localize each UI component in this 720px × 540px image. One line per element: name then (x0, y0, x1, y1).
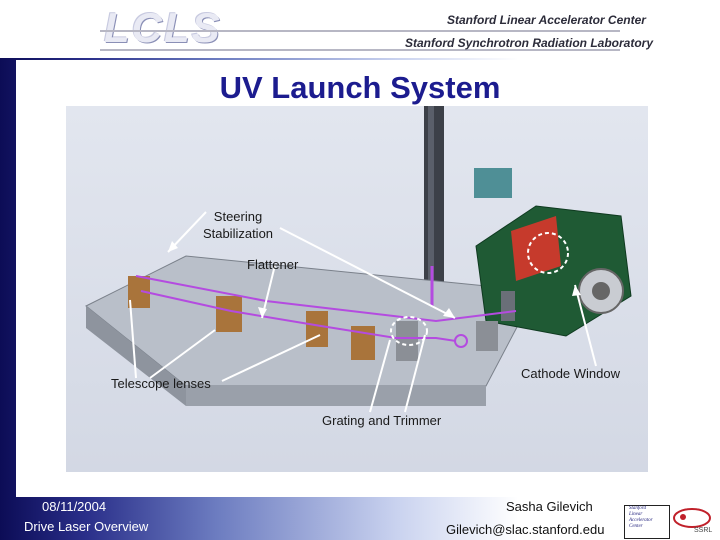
callout-cathode-window: Cathode Window (521, 366, 620, 381)
header-divider-top (100, 30, 620, 32)
arrow-cathode (574, 284, 597, 367)
lcls-logo: LCLS (104, 4, 222, 51)
arrowhead-flattener (258, 307, 267, 318)
callout-flattener: Flattener (247, 257, 299, 272)
arrowhead-steering (168, 241, 178, 252)
footer-date: 08/11/2004 (42, 499, 107, 514)
slac-logo-line-3: Accelerator (629, 518, 653, 523)
footer-email: Gilevich@slac.stanford.edu (446, 522, 605, 537)
slac-logo-line-2: Linear (629, 512, 643, 517)
header-divider-bottom (100, 49, 620, 51)
arrow-stabilization (279, 227, 456, 319)
ssrl-logo (673, 508, 711, 528)
callout-telescope-lenses: Telescope lenses (111, 376, 211, 391)
callout-steering-stabilization: Steering Stabilization (202, 209, 274, 241)
arrowhead-stabilization (443, 308, 455, 318)
header-banner: LCLS Stanford Linear Accelerator Center … (0, 0, 720, 58)
arrowhead-cathode (572, 285, 581, 296)
arrow-grating-1 (369, 339, 391, 413)
slide-title: UV Launch System (219, 70, 501, 105)
slac-logo-line-4: Center (629, 524, 643, 529)
org-name-ssrl: Stanford Synchrotron Radiation Laborator… (405, 36, 654, 50)
slac-logo: Stanford Linear Accelerator Center (624, 505, 670, 539)
arrow-telescope-2 (149, 329, 216, 379)
optical-table-illustration (66, 106, 648, 472)
arrow-telescope-3 (221, 334, 321, 382)
callout-grating-trimmer: Grating and Trimmer (322, 413, 442, 428)
arrow-grating-2 (404, 334, 426, 413)
footer-author: Sasha Gilevich (506, 499, 593, 514)
slac-logo-line-1: Stanford (629, 506, 647, 511)
optical-table-image (66, 106, 648, 472)
ssrl-logo-text: SSRL (694, 527, 713, 534)
footer-presentation-title: Drive Laser Overview (24, 519, 149, 534)
arrow-telescope-1 (129, 299, 137, 379)
org-name-slac: Stanford Linear Accelerator Center (447, 13, 646, 27)
